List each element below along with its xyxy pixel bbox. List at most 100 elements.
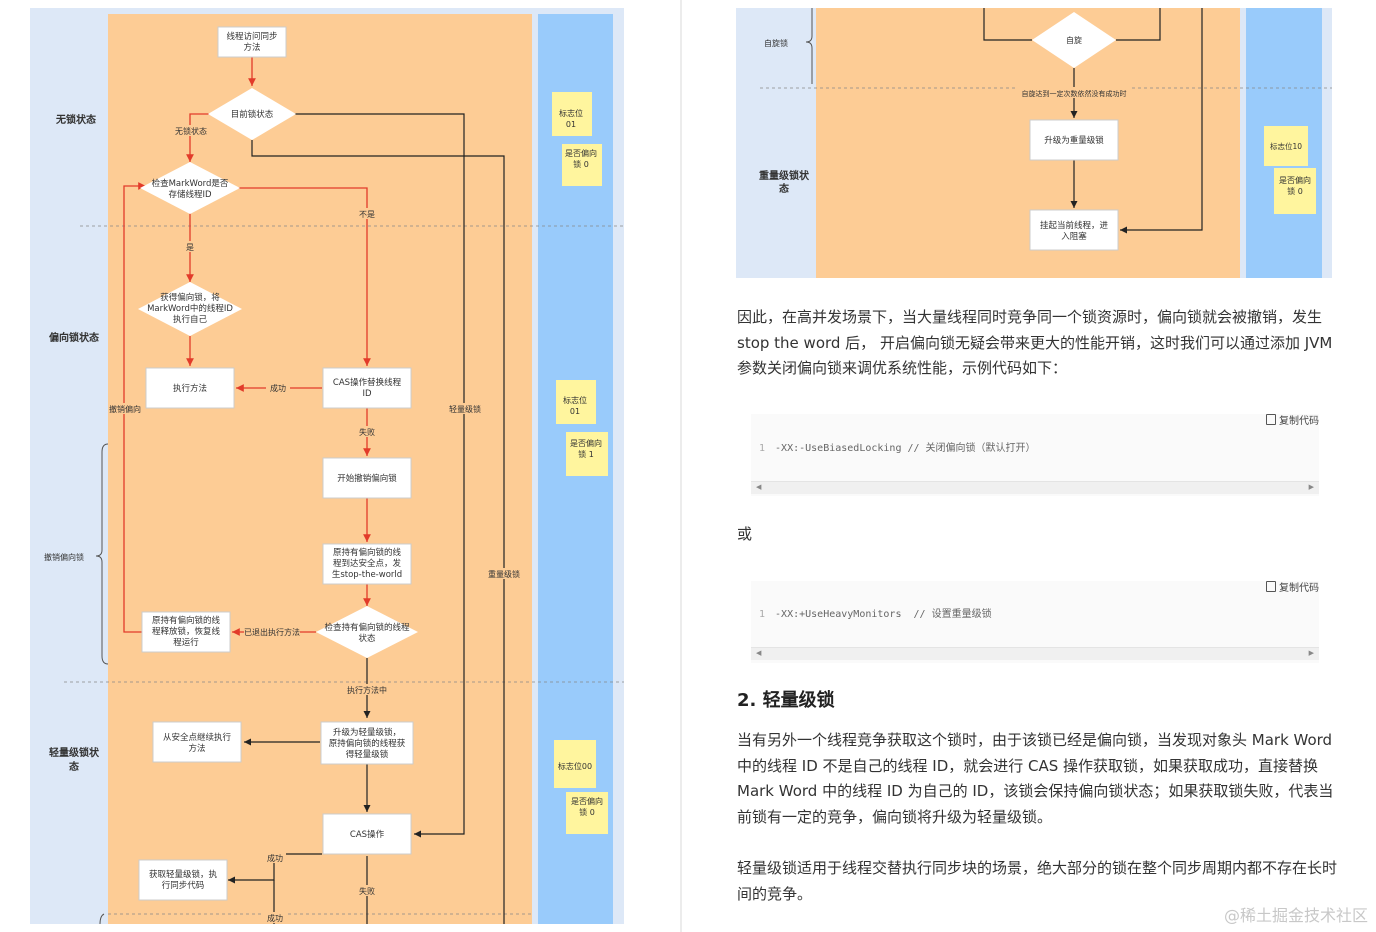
lock-flowchart-right: 自旋锁 重量级锁状 态 自旋 自旋达到一定次数依然没有成功时 升级为重量级锁 挂… xyxy=(736,8,1332,278)
flowchart-panel-left: 无锁状态 偏向锁状态 撤销偏向锁 轻量级锁状 态 无锁状态 不是 是 xyxy=(0,0,680,932)
node-spin xyxy=(1032,12,1116,68)
horizontal-scrollbar-1[interactable]: ◀ ▶ xyxy=(751,481,1319,494)
node-cas-replace xyxy=(322,367,412,409)
edge-label-spin-limit: 自旋达到一定次数依然没有成功时 xyxy=(1022,89,1127,98)
edge-label-fail-2: 失败 xyxy=(359,886,375,896)
node-acquire-light-l1: 获取轻量级锁，执 xyxy=(149,869,218,880)
node-continue-safe-l1: 从安全点继续执行 xyxy=(163,732,232,743)
edge-label-lightweight: 轻量级锁 xyxy=(449,404,481,414)
node-check-markword xyxy=(140,162,240,214)
node-cas-op-label: CAS操作 xyxy=(350,829,385,840)
note-heavy-flag: 标志位10 xyxy=(1270,141,1302,151)
note1-flag-l1: 标志位 xyxy=(559,108,583,118)
node-check-markword-l2: 存储线程ID xyxy=(168,189,212,200)
copy-code-button-1[interactable]: 复制代码 xyxy=(1266,412,1319,427)
node-start-l2: 方法 xyxy=(243,42,260,53)
node-acquire-light xyxy=(138,859,228,901)
note2-bias-l1: 是否偏向 xyxy=(570,438,602,448)
sticky-note-bias-3 xyxy=(566,792,608,834)
sticky-note-flag-heavy xyxy=(1264,126,1308,166)
node-check-holder xyxy=(316,606,418,658)
or-text: 或 xyxy=(737,525,753,543)
scroll-right-icon[interactable]: ▶ xyxy=(1308,483,1314,491)
code-text-2: -XX:+UseHeavyMonitors // 设置重量级锁 xyxy=(775,609,992,620)
sticky-note-bias-2 xyxy=(566,432,608,476)
scroll-left-icon[interactable]: ◀ xyxy=(756,649,762,657)
sticky-note-flag-1 xyxy=(552,92,592,136)
state-label-heavy-l1: 重量级锁状 xyxy=(759,169,810,182)
node-exec-method xyxy=(145,367,235,409)
state-label-revoke: 撤销偏向锁 xyxy=(44,552,84,562)
paragraph-lightweight-2: 轻量级锁适用于线程交替执行同步块的场景，绝大部分的锁在整个同步周期内都不存在长时… xyxy=(737,859,1338,903)
state-label-unlocked: 无锁状态 xyxy=(55,113,96,126)
note-heavy-bias-l2: 锁 0 xyxy=(1287,186,1303,196)
node-start-l1: 线程访问同步 xyxy=(226,31,277,42)
code-block-2: 复制代码 1 -XX:+UseHeavyMonitors // 设置重量级锁 ◀ … xyxy=(751,581,1319,663)
node-current-state-label: 目前锁状态 xyxy=(231,109,274,120)
node-suspend-l1: 挂起当前线程，进 xyxy=(1040,220,1109,231)
note-heavy-bias-l1: 是否偏向 xyxy=(1279,175,1311,185)
edge-label-not-self: 不是 xyxy=(359,210,375,219)
scroll-left-icon[interactable]: ◀ xyxy=(756,483,762,491)
node-check-holder-l2: 状态 xyxy=(358,633,376,644)
site-watermark: @稀土掘金技术社区 xyxy=(1223,906,1368,925)
note2-flag-l1: 标志位 xyxy=(563,395,587,405)
node-check-holder-l1: 检查持有偏向锁的线程 xyxy=(324,622,410,633)
node-upgrade-heavy xyxy=(1029,119,1119,161)
note1-flag-l2: 01 xyxy=(566,120,576,129)
note3-flag-l1: 标志位00 xyxy=(558,761,592,771)
node-upgrade-light-l1: 升级为轻量级锁， xyxy=(333,727,401,738)
sticky-note-bias-heavy xyxy=(1274,168,1316,214)
node-resume-holder-l1: 原持有偏向锁的线 xyxy=(152,615,221,626)
paragraph-lightweight-1: 当有另外一个线程竞争获取这个锁时，由于该锁已经是偏向锁，当发现对象头 Mark … xyxy=(737,731,1334,826)
sticky-note-flag-3 xyxy=(554,740,596,788)
node-start-revoke xyxy=(322,457,412,499)
edge-label-executing: 执行方法中 xyxy=(347,685,387,695)
section-heading-lightweight-lock: 2. 轻量级锁 xyxy=(737,690,835,711)
node-current-state xyxy=(208,88,296,140)
edge-label-exited: 已退出执行方法 xyxy=(244,627,300,637)
state-label-lightweight: 轻量级锁状 xyxy=(49,746,100,759)
note1-bias-l1: 是否偏向 xyxy=(565,148,597,158)
edge-label-success: 成功 xyxy=(270,383,286,393)
node-acquire-biased xyxy=(138,282,242,336)
sticky-note-bias-1 xyxy=(562,144,602,186)
node-suspend xyxy=(1029,209,1119,251)
node-resume-holder-l2: 程释放锁，恢复线 xyxy=(152,626,221,637)
note2-flag-l2: 01 xyxy=(570,407,580,416)
code-line-1: 1-XX:-UseBiasedLocking // 关闭偏向锁（默认打开） xyxy=(759,439,1036,454)
code-text-1: -XX:-UseBiasedLocking // 关闭偏向锁（默认打开） xyxy=(775,443,1036,454)
code-line-2: 1 -XX:+UseHeavyMonitors // 设置重量级锁 xyxy=(759,605,992,620)
state-label-lightweight-2: 态 xyxy=(69,760,79,773)
node-acquire-biased-l3: 执行自己 xyxy=(173,314,208,325)
node-upgrade-light-l3: 得轻量级锁 xyxy=(346,749,389,760)
edge-label-unlocked: 无锁状态 xyxy=(175,126,207,136)
node-stop-the-world-l3: 生stop-the-world xyxy=(332,569,402,580)
sticky-note-flag-2 xyxy=(556,380,596,424)
line-number: 1 xyxy=(759,609,766,620)
note2-bias-l2: 锁 1 xyxy=(578,449,594,459)
edge-label-heavyweight: 重量级锁 xyxy=(488,569,520,579)
edge-label-revoke-bias: 撤销偏向 xyxy=(109,404,141,414)
node-continue-safe-l2: 方法 xyxy=(188,743,205,754)
node-start-revoke-label: 开始撤销偏向锁 xyxy=(337,473,397,484)
note3-bias-l2: 锁 0 xyxy=(579,807,595,817)
code-block-1: 复制代码 1-XX:-UseBiasedLocking // 关闭偏向锁（默认打… xyxy=(751,414,1319,496)
node-start xyxy=(217,26,287,58)
state-label-biased: 偏向锁状态 xyxy=(49,331,99,344)
copy-code-button-2[interactable]: 复制代码 xyxy=(1266,579,1319,594)
node-check-markword-l1: 检查MarkWord是否 xyxy=(152,178,229,189)
note1-bias-l2: 锁 0 xyxy=(573,159,589,169)
note3-bias-l1: 是否偏向 xyxy=(571,796,603,806)
node-stop-the-world-l1: 原持有偏向锁的线 xyxy=(333,547,402,558)
horizontal-scrollbar-2[interactable]: ◀ ▶ xyxy=(751,647,1319,660)
flowchart-panel-right: 自旋锁 重量级锁状 态 自旋 自旋达到一定次数依然没有成功时 升级为重量级锁 挂… xyxy=(736,8,1332,278)
copy-icon xyxy=(1266,581,1276,592)
copy-code-label-1: 复制代码 xyxy=(1279,416,1319,427)
lock-flowchart-left: 无锁状态 偏向锁状态 撤销偏向锁 轻量级锁状 态 无锁状态 不是 是 xyxy=(30,8,624,925)
node-acquire-biased-l1: 获得偏向锁，将 xyxy=(160,292,220,303)
node-cas-replace-l1: CAS操作替换线程 xyxy=(333,377,402,388)
node-acquire-biased-l2: MarkWord中的线程ID xyxy=(147,303,233,314)
scroll-right-icon[interactable]: ▶ xyxy=(1308,649,1314,657)
edge-label-success-3: 成功 xyxy=(267,913,283,923)
